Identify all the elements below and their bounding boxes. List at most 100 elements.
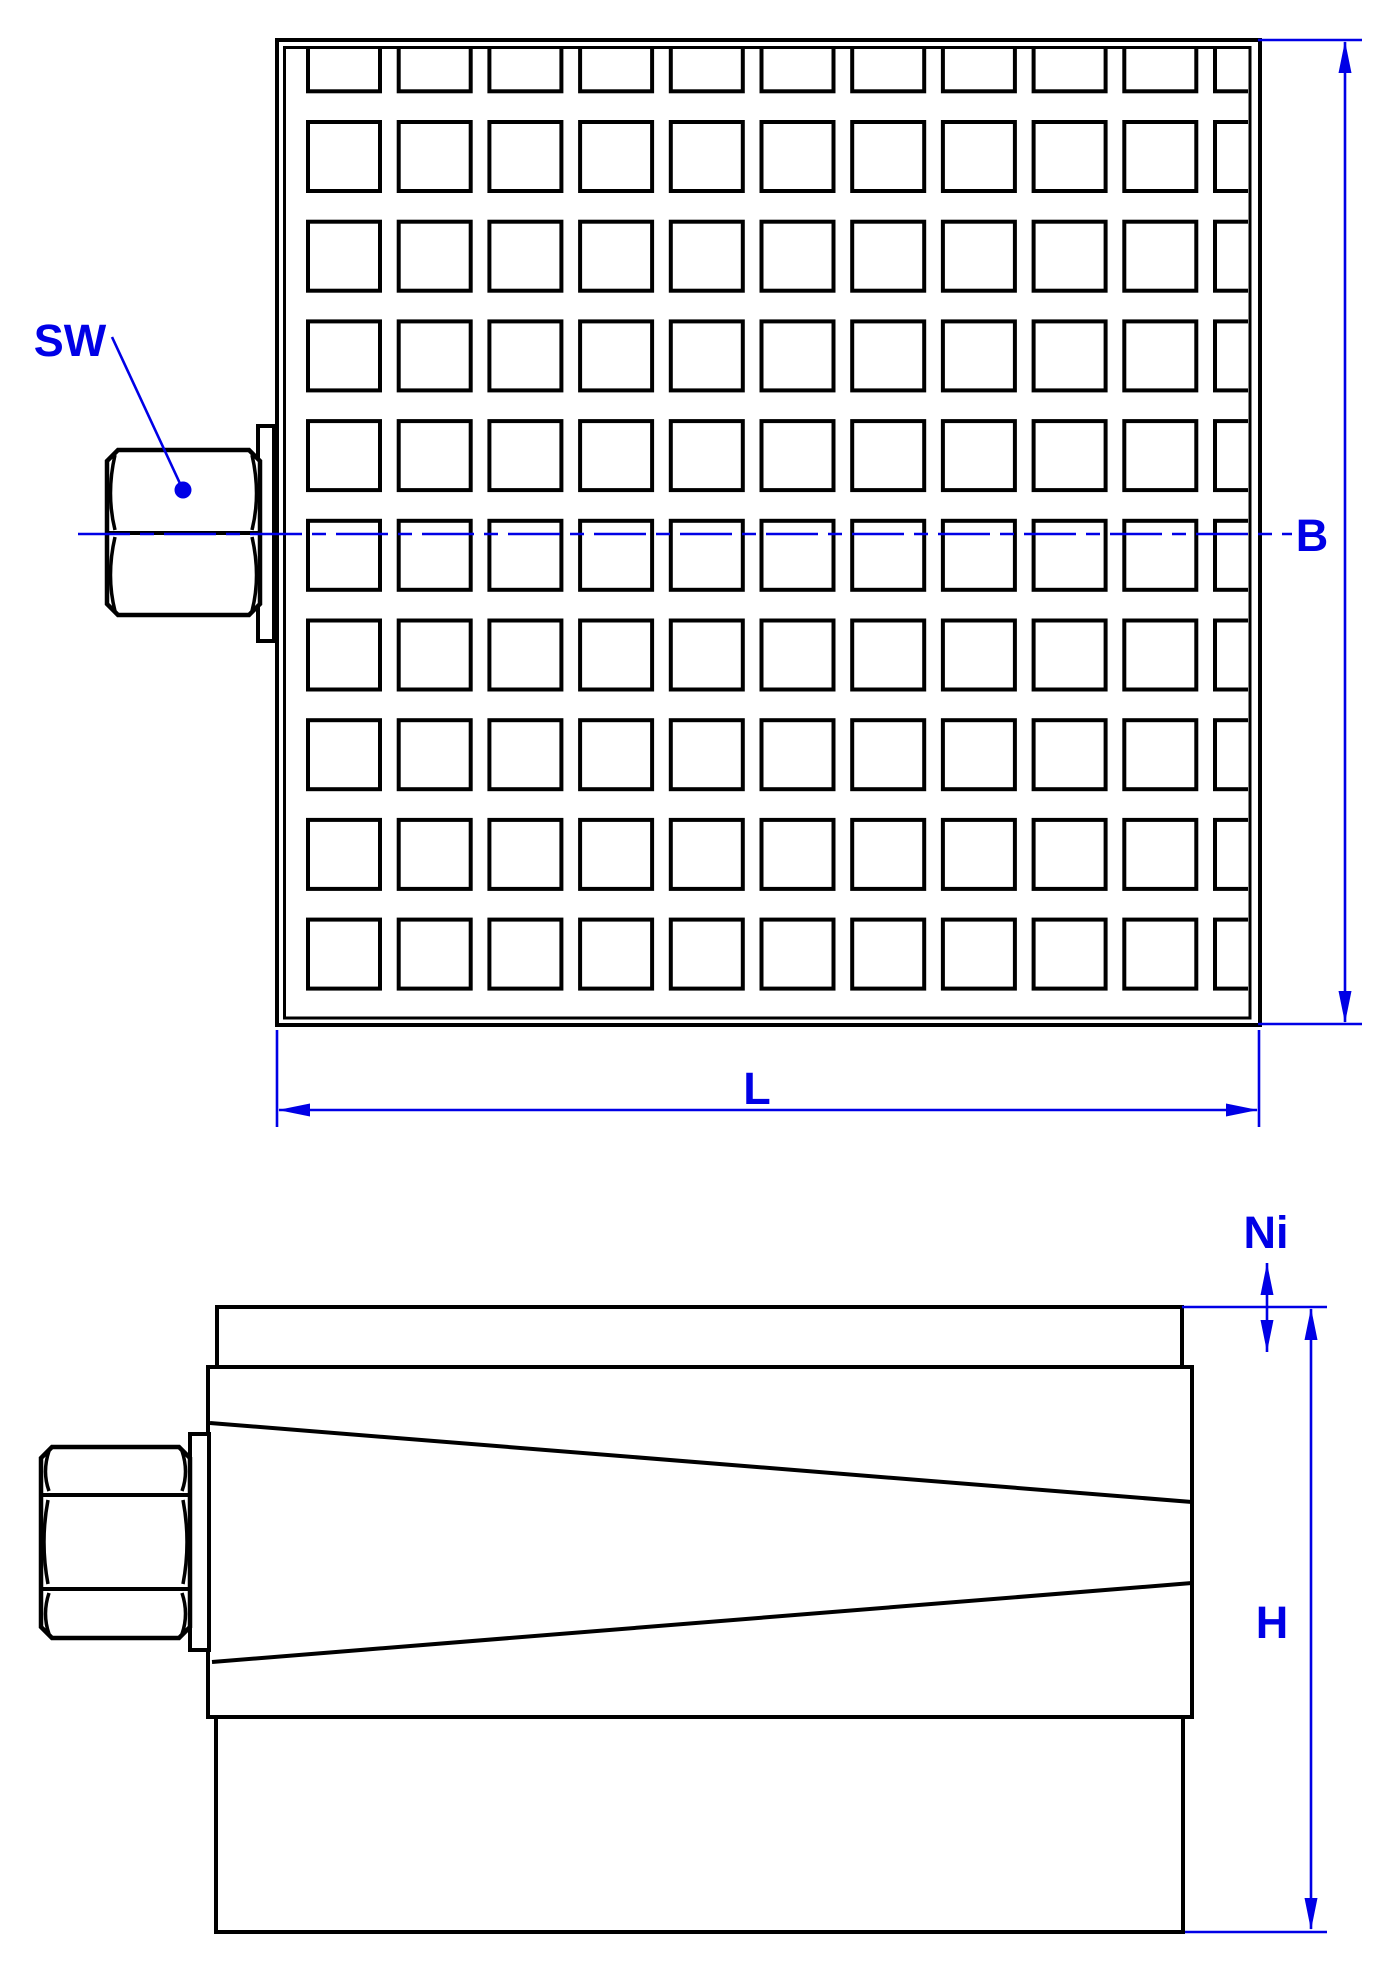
top-pad (215, 1305, 1184, 1369)
grid-hole (759, 319, 836, 393)
hex-chamfer-arc (43, 1592, 51, 1635)
label-h: H (1256, 1597, 1289, 1648)
hex-chamfer-arc (42, 1499, 50, 1585)
grid-hole (1031, 618, 1108, 692)
grid-hole (1213, 319, 1248, 393)
grid-hole (1122, 49, 1199, 94)
arrow-down (1260, 1320, 1274, 1352)
grid-hole (1031, 49, 1108, 94)
grid-hole (578, 618, 655, 692)
grid-hole (668, 419, 745, 493)
grid-hole (940, 917, 1017, 991)
grid-hole (668, 319, 745, 393)
hex-bolt-side (38, 1432, 211, 1652)
grid-hole (1122, 518, 1199, 592)
grid-hole (578, 718, 655, 792)
grid-hole (306, 120, 382, 193)
leader-sw: SW (34, 315, 192, 499)
grid-hole (396, 319, 473, 393)
grid-hole (487, 518, 564, 592)
dimension-l: L (275, 1030, 1261, 1127)
grid-hole (306, 219, 382, 293)
grid-hole (578, 419, 655, 493)
grid-hole (306, 817, 382, 891)
grid-hole (1213, 618, 1248, 692)
grid-hole (668, 817, 745, 891)
hex-chamfer-arc (43, 1450, 51, 1492)
grid-hole (1031, 718, 1108, 792)
hex-head-outline (38, 1444, 193, 1641)
arrow-up (1338, 41, 1352, 73)
grid-hole (396, 718, 473, 792)
grid-hole (1213, 49, 1248, 94)
grid-hole (940, 120, 1017, 193)
grid-hole (487, 419, 564, 493)
grid-hole (759, 419, 836, 493)
grid-hole (1122, 120, 1199, 193)
grid-hole (759, 618, 836, 692)
grid-hole (487, 817, 564, 891)
grid-hole (487, 319, 564, 393)
grid-hole (1122, 319, 1199, 393)
grid-hole (1031, 419, 1108, 493)
grid-hole (759, 219, 836, 293)
grid-hole (1213, 120, 1248, 193)
label-b: B (1296, 510, 1329, 561)
grid-hole (850, 419, 927, 493)
grid-hole (1122, 219, 1199, 293)
grid-hole (759, 49, 836, 94)
grid-hole (1031, 518, 1108, 592)
plate-outer-outline (275, 38, 1262, 1027)
grid-holes (306, 49, 1248, 991)
grid-hole (396, 817, 473, 891)
hex-chamfer-arc (180, 1450, 188, 1492)
grid-hole (1122, 718, 1199, 792)
grid-hole (487, 618, 564, 692)
grid-hole (850, 319, 927, 393)
grid-hole (1031, 120, 1108, 193)
top-view: SW B L (34, 38, 1362, 1127)
grid-hole (578, 319, 655, 393)
grid-hole (1031, 817, 1108, 891)
side-view: Ni H (38, 1207, 1327, 1934)
grid-hole (850, 518, 927, 592)
label-sw: SW (34, 315, 107, 366)
taper-line-upper (209, 1421, 1193, 1504)
grid-hole (668, 917, 745, 991)
hex-chamfer-arc (250, 454, 259, 531)
grid-hole (668, 49, 745, 94)
grid-hole (306, 618, 382, 692)
grid-hole (759, 917, 836, 991)
grid-hole (578, 120, 655, 193)
hex-chamfer-arc (108, 454, 117, 531)
grid-hole (396, 219, 473, 293)
taper-line-lower (211, 1581, 1193, 1664)
grid-hole (1213, 917, 1248, 991)
grid-hole (1122, 419, 1199, 493)
grid-hole (1122, 618, 1199, 692)
grid-hole (1213, 419, 1248, 493)
grid-hole (306, 917, 382, 991)
base-block (214, 1715, 1185, 1934)
grid-hole (1213, 718, 1248, 792)
arrow-left (278, 1103, 310, 1117)
grid-hole (759, 817, 836, 891)
grid-hole (487, 219, 564, 293)
grid-hole (668, 718, 745, 792)
grid-hole (1213, 817, 1248, 891)
grid-hole (306, 49, 382, 94)
grid-hole (1031, 917, 1108, 991)
grid-hole (396, 618, 473, 692)
grid-hole (578, 518, 655, 592)
grid-hole (850, 917, 927, 991)
grid-hole (396, 49, 473, 94)
dimension-ni: Ni (1182, 1207, 1327, 1352)
arrow-down (1338, 991, 1352, 1023)
grid-hole (850, 120, 927, 193)
label-l: L (743, 1063, 771, 1114)
leader-dot (174, 481, 192, 499)
bolt-flange-side (188, 1432, 211, 1652)
arrow-down (1304, 1898, 1318, 1930)
